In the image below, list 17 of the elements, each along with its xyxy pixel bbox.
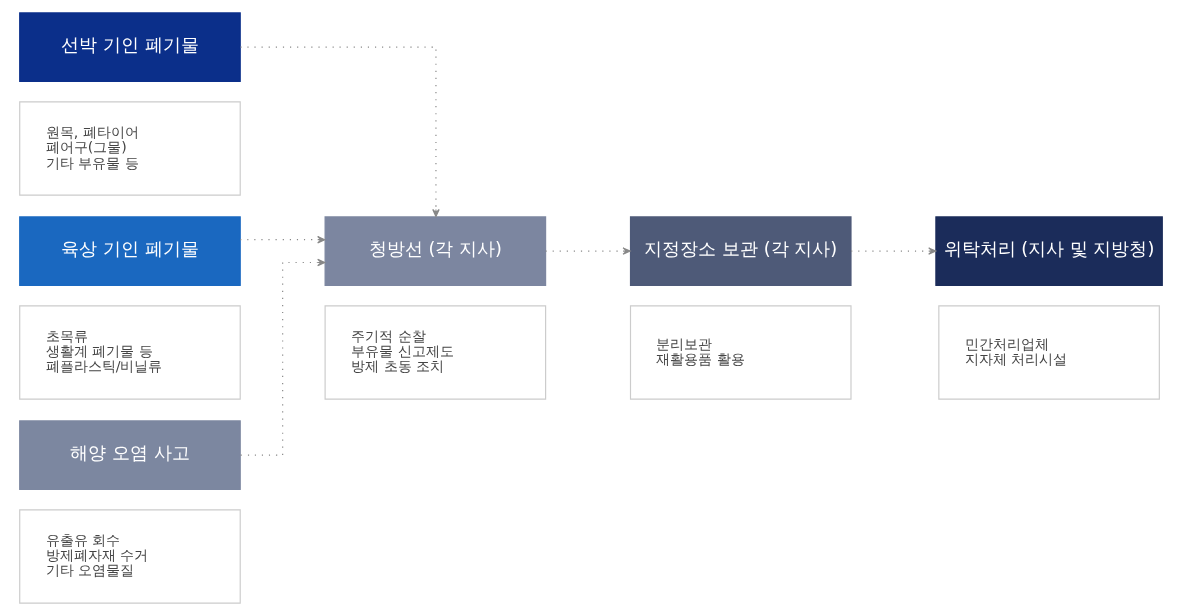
node-box: 해양 오염 사고 xyxy=(18,420,241,490)
node-box: 지정장소 보관 (각 지사) xyxy=(629,216,852,286)
arrow xyxy=(239,258,325,456)
node-box: 유출유 회수 방제폐자재 수거 기타 오염물질 xyxy=(18,509,241,604)
node-box: 분리보관 재활용품 활용 xyxy=(629,305,852,400)
arrow xyxy=(239,46,440,218)
arrow xyxy=(239,235,325,244)
node-box: 청방선 (각 지사) xyxy=(324,216,546,286)
node-box: 선박 기인 폐기물 xyxy=(18,12,241,82)
arrow xyxy=(544,247,631,255)
node-box: 위탁처리 (지사 및 지방청) xyxy=(934,216,1163,286)
node-box: 민간처리업체 지자체 처리시설 xyxy=(937,305,1160,400)
node-box: 육상 기인 폐기물 xyxy=(18,216,241,286)
arrow xyxy=(850,247,936,255)
node-box: 주기적 순찰 부유물 신고제도 방제 초동 조치 xyxy=(324,305,546,400)
node-box: 원목, 폐타이어 폐어구(그물) 기타 부유물 등 xyxy=(18,101,241,196)
node-box: 초목류 생활계 폐기물 등 폐플라스틱/비닐류 xyxy=(18,305,241,400)
